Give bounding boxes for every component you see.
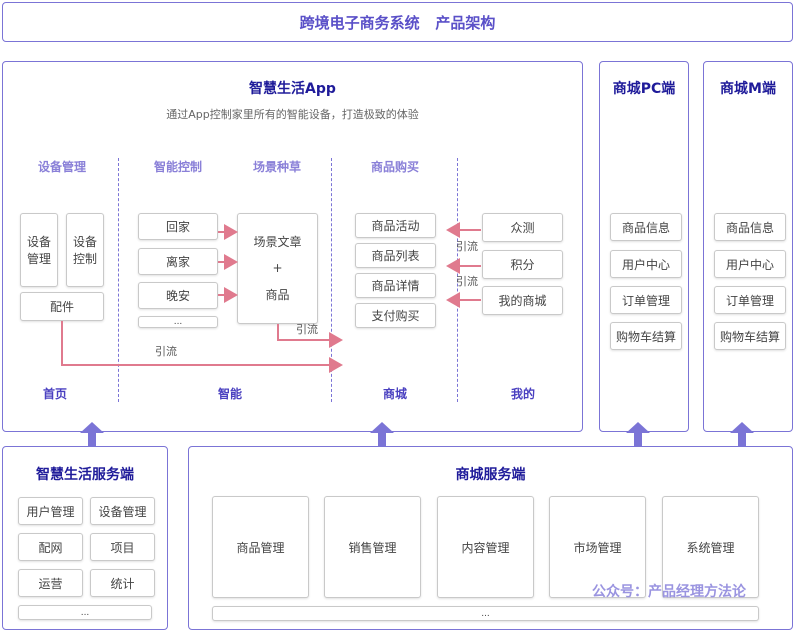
- m-user-center: 用户中心: [714, 250, 786, 278]
- mall-server-title: 商城服务端: [455, 467, 526, 483]
- col-foot-mine: 我的: [510, 387, 535, 401]
- mine-points-box: 积分: [482, 250, 563, 279]
- watermark: 公众号：产品经理方法论: [592, 584, 746, 600]
- m-order-manage: 订单管理: [714, 286, 786, 314]
- mall-list-box: 商品列表: [355, 243, 436, 268]
- life-server-title: 智慧生活服务端: [36, 467, 134, 483]
- pc-order-manage: 订单管理: [610, 286, 682, 314]
- life-operation: 运营: [18, 569, 83, 597]
- up-arrow-m: [730, 422, 754, 456]
- scene-article-box: 场景文章 + 商品: [237, 213, 318, 324]
- up-arrow-pc: [626, 422, 650, 456]
- divider-3: [457, 158, 458, 402]
- pc-product-info: 商品信息: [610, 213, 682, 241]
- mall-pay-box: 支付购买: [355, 303, 436, 328]
- accessory-box: 配件: [20, 292, 104, 321]
- device-control-box: 设备 控制: [66, 213, 104, 287]
- col-foot-smart: 智能: [217, 387, 242, 401]
- smart-night-box: 晚安: [138, 282, 218, 309]
- m-cart-checkout: 购物车结算: [714, 322, 786, 350]
- pc-title: 商城PC端: [612, 81, 676, 97]
- life-statistics: 统计: [90, 569, 155, 597]
- life-network: 配网: [18, 533, 83, 561]
- col-head-device: 设备管理: [37, 160, 86, 174]
- header-banner: 跨境电子商务系统 产品架构: [2, 2, 793, 42]
- pc-user-center: 用户中心: [610, 250, 682, 278]
- mall-activity-box: 商品活动: [355, 213, 436, 238]
- app-title: 智慧生活App: [249, 81, 336, 97]
- header-title: 跨境电子商务系统 产品架构: [299, 13, 496, 32]
- mall-system-manage: 系统管理: [662, 496, 759, 598]
- mall-product-manage: 商品管理: [212, 496, 309, 598]
- col-head-scene: 场景种草: [252, 160, 301, 174]
- pc-cart-checkout: 购物车结算: [610, 322, 682, 350]
- mine-test-box: 众测: [482, 213, 563, 242]
- up-arrow-life: [80, 422, 104, 446]
- life-device-manage: 设备管理: [90, 497, 155, 525]
- life-project: 项目: [90, 533, 155, 561]
- mall-sales-manage: 销售管理: [324, 496, 421, 598]
- flow-label-1: 引流: [456, 240, 478, 253]
- device-manage-box: 设备 管理: [20, 213, 58, 287]
- arrow-scene-mall: [277, 324, 343, 348]
- m-title: 商城M端: [720, 81, 776, 97]
- m-product-info: 商品信息: [714, 213, 786, 241]
- mall-detail-box: 商品详情: [355, 273, 436, 298]
- mall-more: ...: [212, 606, 759, 621]
- mall-market-manage: 市场管理: [549, 496, 646, 598]
- flow-label-2: 引流: [456, 275, 478, 288]
- smart-leave-box: 离家: [138, 248, 218, 275]
- app-subtitle: 通过App控制家里所有的智能设备，打造极致的体验: [166, 108, 419, 121]
- col-head-mall: 商品购买: [370, 160, 419, 174]
- smart-more-box: ...: [138, 316, 218, 328]
- life-more: ...: [18, 605, 152, 620]
- divider-2: [331, 158, 332, 402]
- flow-label-3: 引流: [296, 323, 318, 336]
- arrow-accessory-mall: [61, 321, 343, 373]
- up-arrow-mall-app: [370, 422, 394, 456]
- life-user-manage: 用户管理: [18, 497, 83, 525]
- col-foot-home: 首页: [42, 387, 67, 401]
- smart-home-box: 回家: [138, 213, 218, 240]
- col-head-smart: 智能控制: [153, 160, 202, 174]
- flow-label-4: 引流: [155, 345, 177, 358]
- col-foot-mall: 商城: [382, 387, 407, 401]
- mall-content-manage: 内容管理: [437, 496, 534, 598]
- mine-mall-box: 我的商城: [482, 286, 563, 315]
- divider-1: [118, 158, 119, 402]
